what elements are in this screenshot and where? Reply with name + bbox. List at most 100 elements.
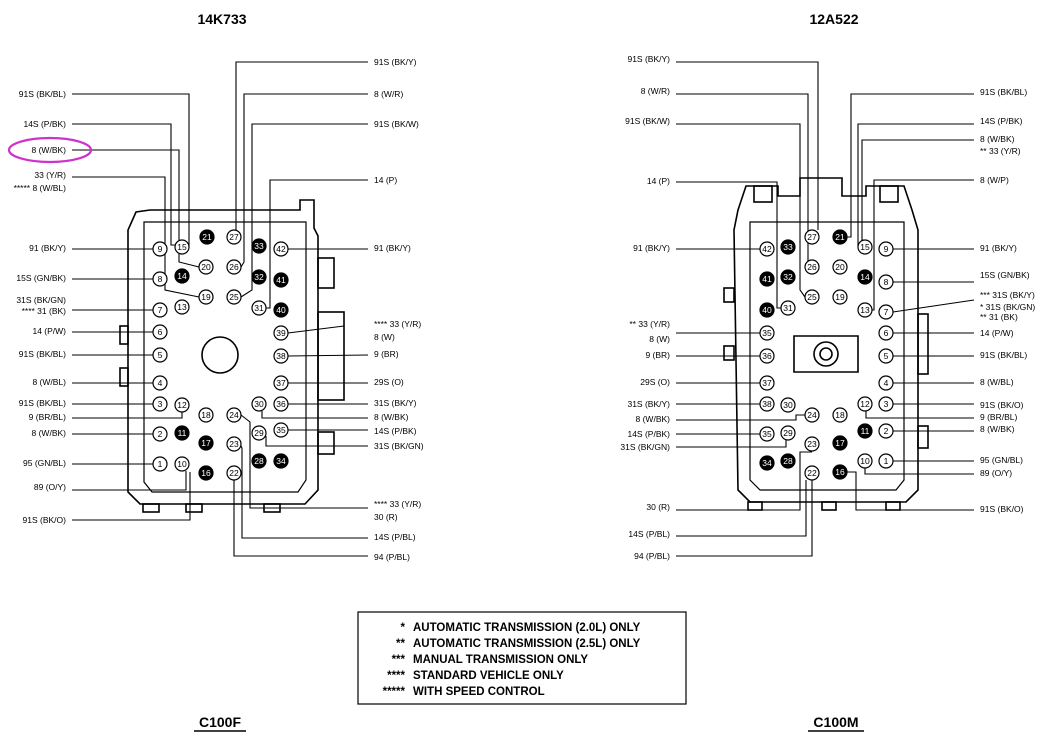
right-n-8-wbk-label: 8 (W/BK)	[980, 134, 1015, 144]
left-r-9-br-wire	[287, 354, 369, 357]
right-n-31s-bky-3-wire	[892, 299, 975, 313]
left-pin-1	[152, 456, 168, 472]
right-m-31s-bky-label: 31S (BK/Y)	[627, 399, 670, 409]
right-pin-number: 29	[783, 428, 793, 438]
right-pin-11	[857, 423, 873, 439]
left-pin-number: 23	[229, 439, 239, 449]
left-pin-28	[251, 453, 267, 469]
left-pin-6	[152, 324, 168, 340]
right-pin-number: 24	[807, 410, 817, 420]
left-pin-16	[198, 465, 214, 481]
left-pin-number: 11	[178, 428, 187, 438]
titles-layer: 14K733 12A522 C100F C100M * AUTOMATIC TR…	[194, 11, 864, 732]
right-pin-31	[780, 300, 796, 316]
left-l-14-pw-label: 14 (P/W)	[32, 326, 66, 336]
left-pin-number: 33	[254, 241, 264, 251]
left-r-8-wbk-wire	[261, 411, 368, 419]
right-pin-number: 21	[835, 232, 845, 242]
right-pin-number: 22	[807, 468, 817, 478]
wires-layer	[72, 61, 975, 557]
right-pin-number: 25	[807, 292, 817, 302]
right-pin-34	[759, 455, 775, 471]
left-l-31-bk-4-label: **** 31 (BK)	[22, 306, 67, 316]
left-pin-number: 27	[229, 232, 239, 242]
right-pin-40	[759, 302, 775, 318]
right-n-8-wbl-label: 8 (W/BL)	[980, 377, 1014, 387]
left-r-91s-bky-wire	[235, 61, 368, 230]
left-r-29s-o-label: 29S (O)	[374, 377, 404, 387]
right-pin-1	[878, 453, 894, 469]
right-pin-number: 11	[861, 426, 870, 436]
left-connector-subtitle: C100F	[199, 714, 241, 730]
left-r-94-pbl-wire	[233, 480, 368, 557]
right-pin-number: 5	[884, 351, 889, 361]
right-pin-number: 37	[762, 378, 772, 388]
right-pin-2	[878, 423, 894, 439]
right-m-94-pbl-wire	[676, 480, 813, 557]
right-n-91s-bko2-label: 91S (BK/O)	[980, 504, 1024, 514]
left-r-14-p-wire	[266, 179, 368, 309]
right-connector-body	[723, 177, 929, 511]
left-pin-number: 8	[158, 274, 163, 284]
right-pin-number: 34	[762, 458, 772, 468]
right-pin-38	[759, 396, 775, 412]
right-pin-number: 20	[835, 262, 845, 272]
right-pin-number: 23	[807, 439, 817, 449]
right-n-91-bky-label: 91 (BK/Y)	[980, 243, 1017, 253]
right-pin-9	[878, 241, 894, 257]
right-m-14s-pbl-label: 14S (P/BL)	[628, 529, 670, 539]
right-pin-24	[804, 407, 820, 423]
right-pin-12	[857, 396, 873, 412]
right-n-89-oy-label: 89 (O/Y)	[980, 468, 1012, 478]
right-m-8-wbk-label: 8 (W/BK)	[636, 414, 671, 424]
left-pin-33	[251, 238, 267, 254]
left-pin-9	[152, 241, 168, 257]
left-l-89-oy-wire	[72, 471, 187, 491]
left-pin-number: 4	[158, 378, 163, 388]
left-pin-19	[198, 289, 214, 305]
left-l-91s-bkbl3-label: 91S (BK/BL)	[19, 398, 66, 408]
left-l-8-wbk-label: 8 (W/BK)	[32, 145, 67, 155]
left-l-91s-bkbl-label: 91S (BK/BL)	[19, 89, 66, 99]
legend-mark: *	[401, 622, 406, 634]
right-pin-number: 18	[835, 410, 845, 420]
left-l-14s-pbk-label: 14S (P/BK)	[23, 119, 66, 129]
left-pin-42	[273, 241, 289, 257]
left-pin-32	[251, 269, 267, 285]
left-pin-number: 41	[276, 275, 286, 285]
right-pin-6	[878, 325, 894, 341]
right-n-14s-pbk-label: 14S (P/BK)	[980, 116, 1023, 126]
left-pin-number: 37	[276, 378, 286, 388]
right-pin-42	[759, 241, 775, 257]
left-pin-number: 30	[254, 399, 264, 409]
right-pin-number: 9	[884, 244, 889, 254]
left-pin-24	[226, 407, 242, 423]
left-pin-number: 28	[254, 456, 264, 466]
left-pin-number: 10	[177, 459, 187, 469]
left-pin-15	[174, 239, 190, 255]
right-m-30-r-wire	[676, 451, 812, 511]
left-pin-number: 35	[276, 425, 286, 435]
left-pin-37	[273, 375, 289, 391]
right-m-8-wbk-wire	[676, 414, 805, 421]
right-pin-number: 33	[783, 242, 793, 252]
left-pin-4	[152, 375, 168, 391]
left-pin-22	[226, 465, 242, 481]
left-r-31s-bkgn-label: 31S (BK/GN)	[374, 441, 424, 451]
left-pin-number: 1	[158, 459, 163, 469]
left-connector-title: 14K733	[197, 11, 246, 27]
right-pin-number: 36	[762, 351, 772, 361]
right-n-31-bk-2-label: ** 31 (BK)	[980, 312, 1018, 322]
right-n-8-wp-label: 8 (W/P)	[980, 175, 1009, 185]
connector-bodies	[119, 177, 929, 705]
right-pin-35	[759, 426, 775, 442]
left-pin-39	[273, 325, 289, 341]
right-pin-10	[857, 453, 873, 469]
legend-mark: **	[396, 638, 405, 650]
right-n-91s-bkbl-label: 91S (BK/BL)	[980, 87, 1027, 97]
left-pin-27	[226, 229, 242, 245]
right-pin-number: 31	[783, 303, 793, 313]
right-connector-subtitle: C100M	[813, 714, 858, 730]
left-pin-35	[273, 422, 289, 438]
left-r-31s-bky-label: 31S (BK/Y)	[374, 398, 417, 408]
